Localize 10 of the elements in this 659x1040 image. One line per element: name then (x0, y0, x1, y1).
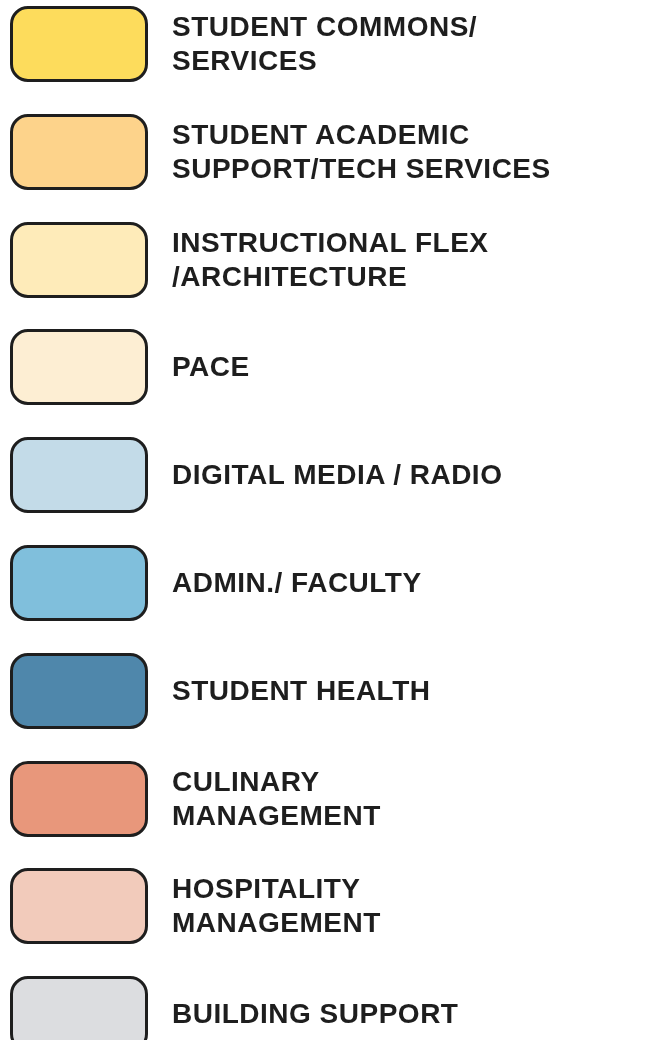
legend-label: HOSPITALITY MANAGEMENT (172, 872, 382, 941)
legend-label: INSTRUCTIONAL FLEX /ARCHITECTURE (172, 225, 490, 294)
legend-label: STUDENT ACADEMIC SUPPORT/TECH SERVICES (172, 117, 552, 186)
legend-label: STUDENT COMMONS/ SERVICES (172, 10, 479, 78)
legend-label: ADMIN./ FACULTY (172, 566, 422, 600)
legend-label: PACE (172, 350, 250, 385)
legend-label: DIGITAL MEDIA / RADIO (172, 458, 503, 493)
legend-label: CULINARY MANAGEMENT (172, 764, 382, 833)
legend-label: BUILDING SUPPORT (172, 997, 459, 1032)
legend-label: STUDENT HEALTH (172, 673, 431, 708)
